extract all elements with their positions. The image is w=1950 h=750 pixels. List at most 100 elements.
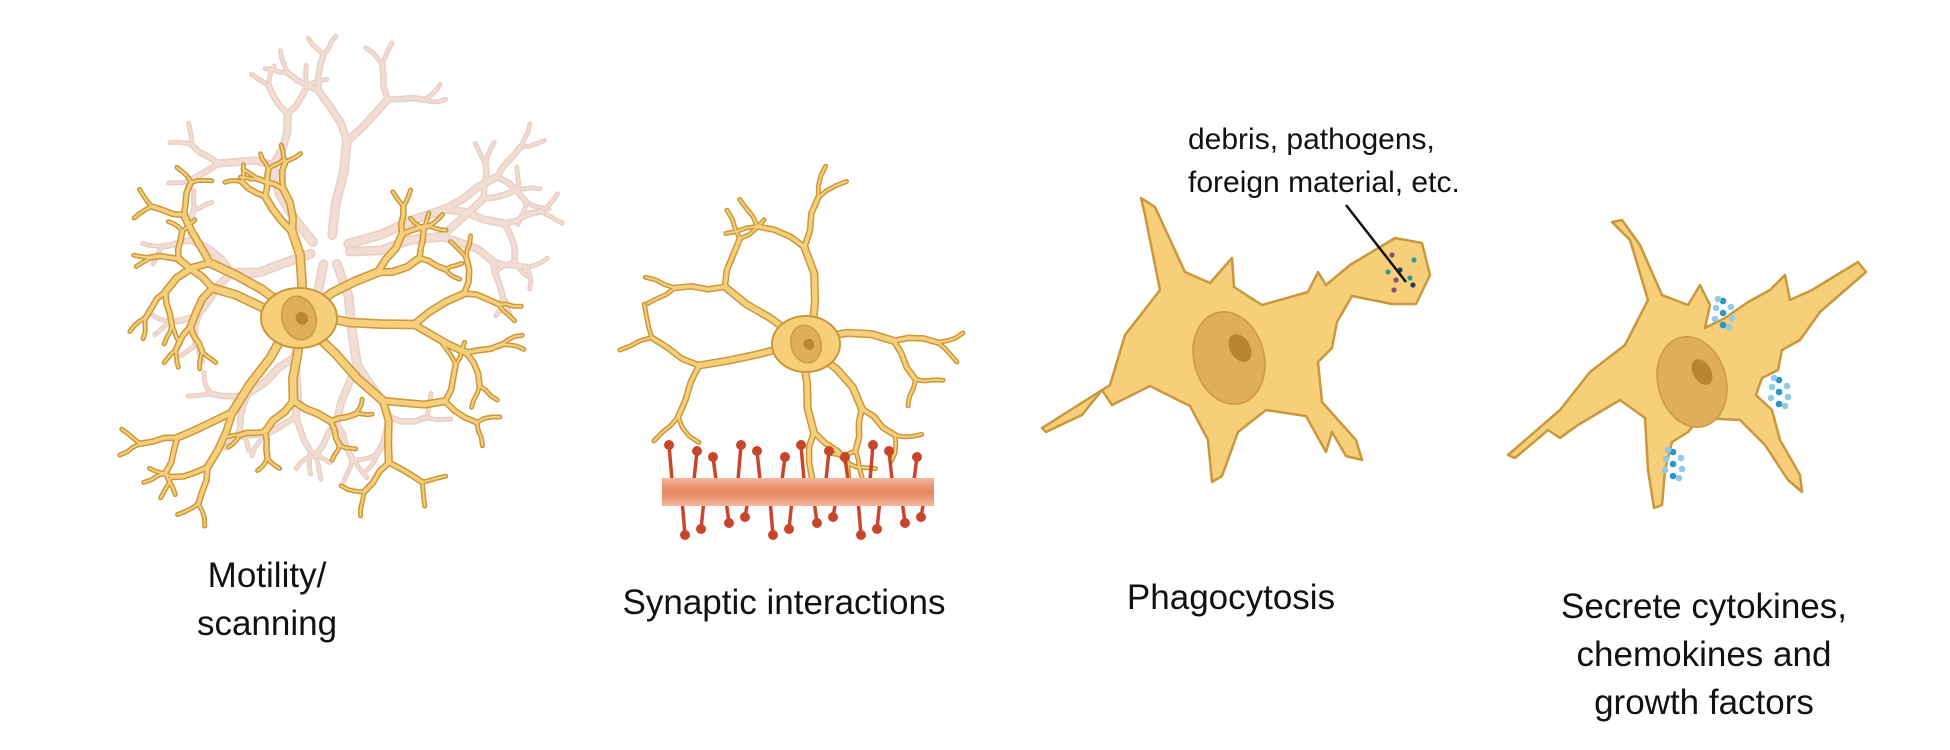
process <box>169 141 192 146</box>
process <box>163 436 179 476</box>
process <box>141 242 164 248</box>
process <box>387 415 429 424</box>
process <box>422 98 447 103</box>
process <box>187 122 193 146</box>
process <box>174 409 236 441</box>
process <box>892 336 940 345</box>
process <box>227 434 241 449</box>
process <box>201 350 217 364</box>
process <box>854 450 863 478</box>
debris-particle <box>1391 287 1397 293</box>
process <box>237 429 267 438</box>
cytokine-particle <box>1677 454 1685 462</box>
process <box>484 141 496 164</box>
process <box>449 240 468 259</box>
process <box>181 212 213 266</box>
process <box>251 435 265 457</box>
cytokine-particle <box>1714 295 1722 303</box>
process <box>409 217 425 231</box>
process <box>169 465 210 479</box>
process <box>167 179 191 185</box>
process <box>475 421 484 447</box>
process <box>138 188 153 208</box>
process <box>270 111 291 168</box>
process <box>163 323 173 345</box>
process <box>454 341 466 366</box>
process <box>149 204 186 217</box>
process <box>387 460 425 484</box>
cytokine-particle <box>1664 446 1672 454</box>
process <box>316 53 326 93</box>
process <box>204 409 236 470</box>
process <box>428 213 444 227</box>
process <box>333 260 361 367</box>
process <box>240 180 267 199</box>
process <box>475 416 501 424</box>
process <box>643 303 653 339</box>
process <box>936 341 958 363</box>
process <box>673 284 727 292</box>
process <box>192 189 196 211</box>
process <box>316 88 350 145</box>
process <box>262 415 298 438</box>
cytokine-particle <box>1727 303 1735 311</box>
process <box>328 419 342 448</box>
dendrite-with-spines <box>662 440 934 540</box>
process <box>175 166 193 184</box>
process <box>174 349 180 369</box>
process <box>197 502 206 527</box>
process <box>135 256 152 268</box>
process <box>280 186 296 235</box>
process <box>176 502 200 516</box>
process <box>417 228 426 260</box>
spine-head <box>680 530 690 540</box>
process <box>223 179 243 184</box>
process <box>187 161 221 183</box>
process <box>150 313 171 324</box>
process <box>462 256 471 296</box>
debris-particle <box>1389 252 1395 258</box>
secreting-microglia-cell <box>1506 218 1868 510</box>
process <box>738 218 766 240</box>
process <box>517 186 541 190</box>
process <box>170 323 182 345</box>
process <box>890 434 897 463</box>
process <box>474 142 487 164</box>
process <box>914 378 944 382</box>
process <box>285 84 309 116</box>
process <box>441 174 500 213</box>
process <box>520 139 546 148</box>
process <box>198 350 204 370</box>
process <box>385 96 426 102</box>
debris-particle <box>1411 257 1417 263</box>
annotation-line: debris, pathogens, <box>1188 123 1435 156</box>
process <box>118 442 142 457</box>
spine-head <box>872 524 882 534</box>
process <box>482 187 520 201</box>
process <box>490 259 529 270</box>
process <box>359 491 365 517</box>
nucleus <box>1192 310 1266 406</box>
process <box>138 436 179 446</box>
cytokine-particle <box>1719 297 1727 305</box>
process <box>342 457 353 483</box>
process <box>188 324 205 354</box>
cytokine-particle <box>1784 393 1792 401</box>
label-line: Phagocytosis <box>1126 578 1336 617</box>
process <box>907 378 917 407</box>
process <box>142 472 167 484</box>
process <box>502 221 517 263</box>
process <box>263 429 270 460</box>
process <box>444 268 461 281</box>
process <box>936 331 964 344</box>
process <box>351 457 368 479</box>
process <box>153 321 171 336</box>
process <box>478 385 499 401</box>
process <box>259 152 270 170</box>
process <box>285 70 321 93</box>
process <box>120 428 142 445</box>
process <box>515 166 520 190</box>
process <box>441 207 508 227</box>
process <box>143 289 168 320</box>
process <box>470 385 481 409</box>
